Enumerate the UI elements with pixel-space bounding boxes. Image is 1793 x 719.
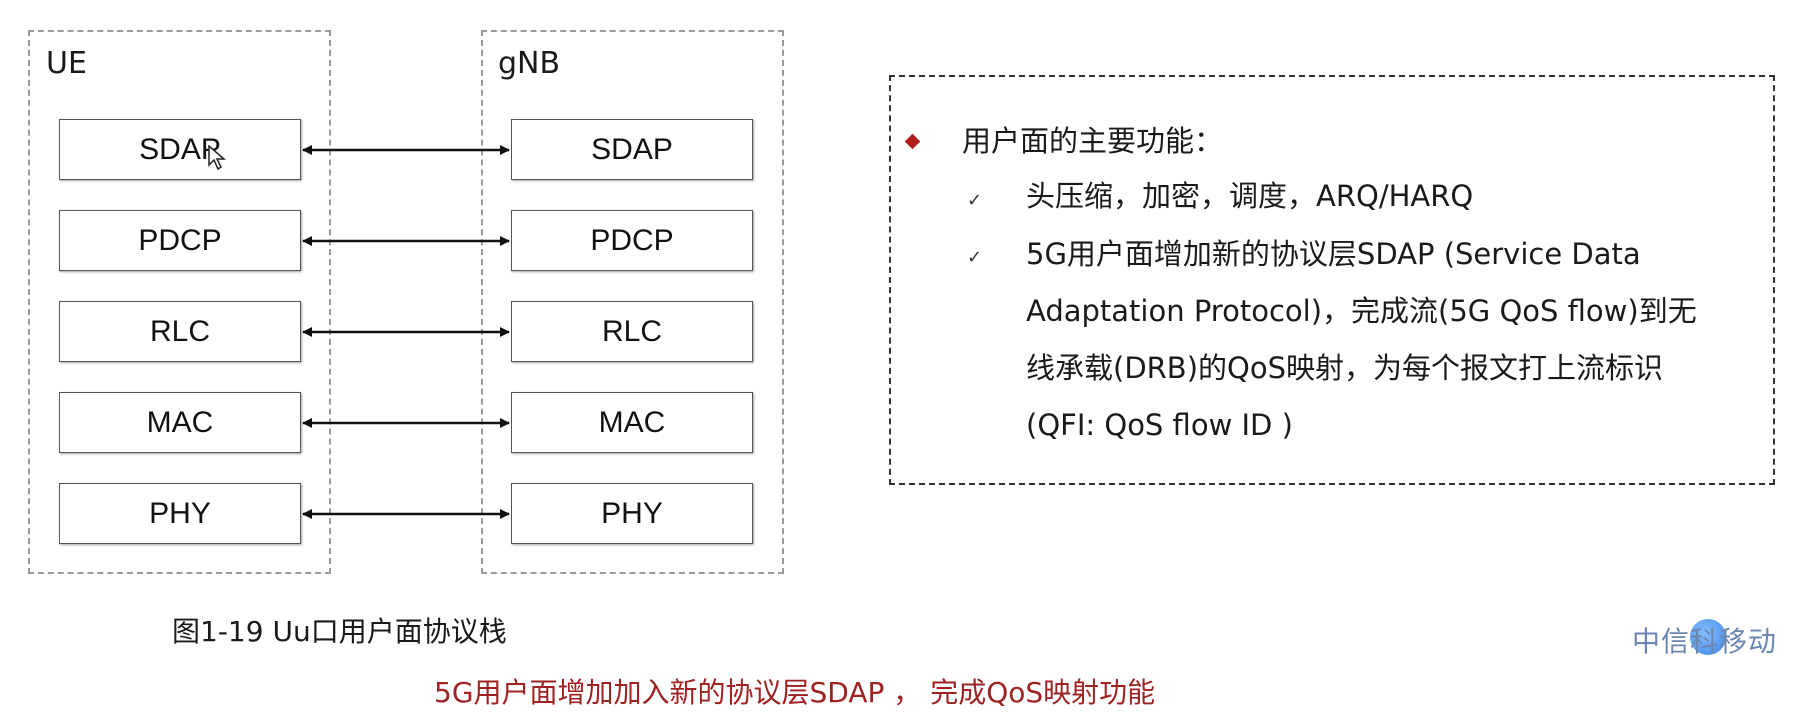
info-item-2-line-2: Adaptation Protocol)，完成流(5G QoS flow)到无 <box>1026 294 1697 328</box>
gnb-layer-rlc: RLC <box>511 301 753 362</box>
ue-layer-phy: PHY <box>59 483 301 544</box>
ue-layer-mac: MAC <box>59 392 301 453</box>
info-item-2-line-1: 5G用户面增加新的协议层SDAP (Service Data <box>1026 237 1641 271</box>
info-heading: 用户面的主要功能： <box>962 124 1224 158</box>
gnb-label: gNB <box>498 46 561 81</box>
ue-stack-container <box>28 30 331 574</box>
footer-note: 5G用户面增加加入新的协议层SDAP ， 完成QoS映射功能 <box>434 676 1156 709</box>
gnb-stack-container <box>481 30 784 574</box>
watermark-logo-icon <box>1690 619 1726 655</box>
figure-caption: 图1-19 Uu口用户面协议栈 <box>172 615 507 648</box>
ue-layer-sdap: SDAP <box>59 119 301 180</box>
info-item-2-line-4: (QFI: QoS flow ID ) <box>1026 408 1293 442</box>
check-icon: ✓ <box>967 190 983 211</box>
ue-label: UE <box>46 46 87 81</box>
ue-layer-rlc: RLC <box>59 301 301 362</box>
ue-layer-pdcp: PDCP <box>59 210 301 271</box>
info-item-1: 头压缩，加密，调度，ARQ/HARQ <box>1026 179 1474 213</box>
gnb-layer-mac: MAC <box>511 392 753 453</box>
gnb-layer-phy: PHY <box>511 483 753 544</box>
info-item-2-line-3: 线承载(DRB)的QoS映射，为每个报文打上流标识 <box>1026 351 1663 385</box>
gnb-layer-sdap: SDAP <box>511 119 753 180</box>
mouse-cursor-icon <box>208 145 227 171</box>
watermark: 中信科移动 <box>1632 625 1778 658</box>
info-box <box>889 75 1775 485</box>
check-icon: ✓ <box>967 247 983 268</box>
gnb-layer-pdcp: PDCP <box>511 210 753 271</box>
